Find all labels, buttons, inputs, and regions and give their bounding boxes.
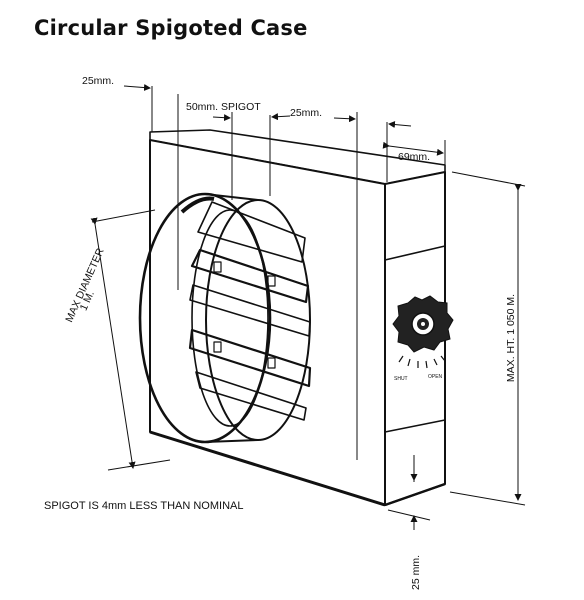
dim-25mm-bottom: 25 mm.: [410, 555, 422, 590]
max-diameter-label: MAX DIAMETER: [63, 246, 107, 324]
spigot-50mm-label: 50mm. SPIGOT: [186, 101, 261, 113]
dimension-lines: [90, 84, 526, 530]
damper-control-knob-icon: [392, 295, 454, 369]
spigot-inner-rim: [191, 209, 269, 427]
damper-blades: [188, 201, 312, 421]
shut-label: SHUT: [394, 376, 408, 382]
dim-25mm-top-left: 25mm.: [82, 75, 114, 87]
spigot-note: SPIGOT IS 4mm LESS THAN NOMINAL: [44, 500, 243, 512]
open-label: OPEN: [428, 374, 443, 380]
max-height-label: MAX. HT. 1 050 M.: [505, 294, 517, 382]
circular-spigot: [138, 192, 311, 444]
page-title: Circular Spigoted Case: [34, 16, 308, 40]
dim-69mm: 69mm.: [398, 151, 430, 163]
dim-25mm-top-mid: 25mm.: [290, 107, 322, 119]
